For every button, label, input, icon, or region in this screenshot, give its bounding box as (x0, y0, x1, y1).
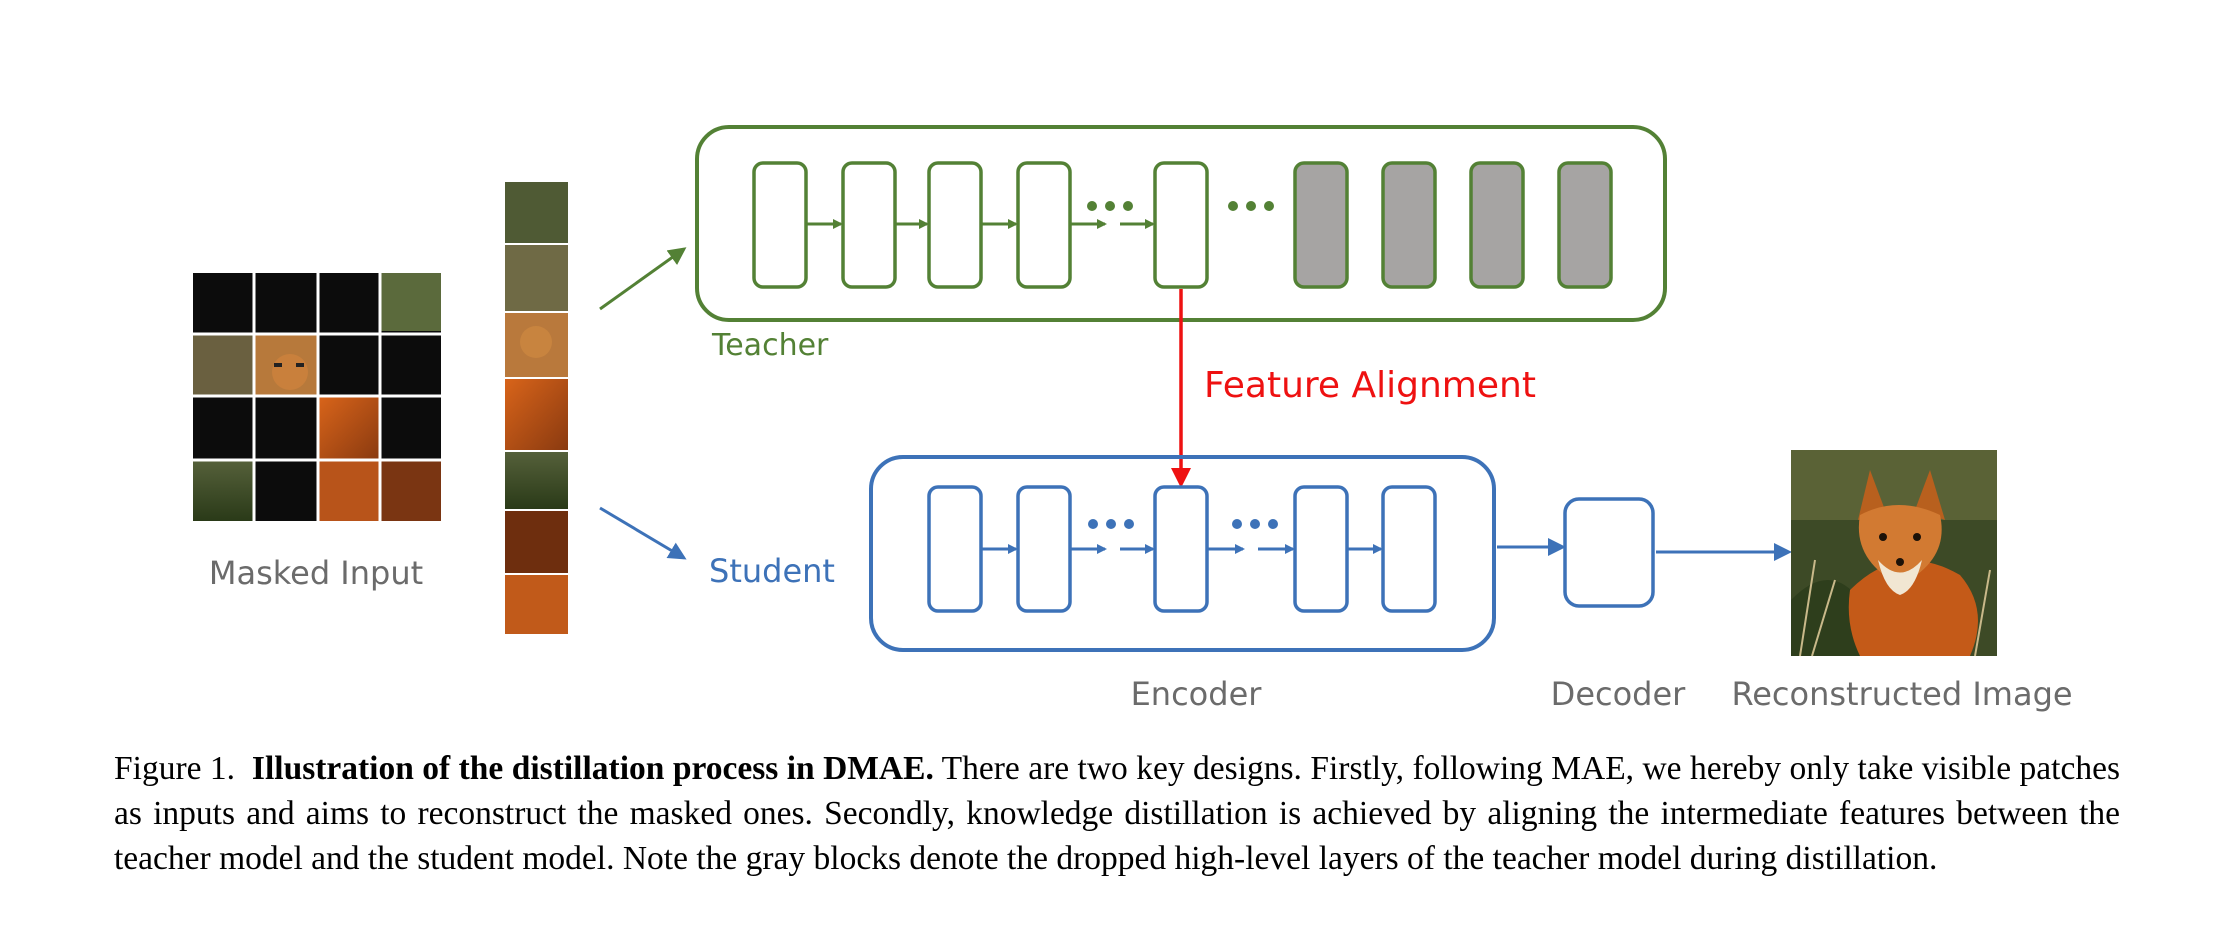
student-encoder-container (869, 455, 1496, 652)
reconstructed-image (1791, 450, 1997, 657)
student-layer-block (927, 485, 983, 613)
teacher-layer-block (841, 161, 897, 289)
student-layers (927, 485, 1437, 613)
caption-title: Illustration of the distillation process… (251, 750, 934, 787)
dropped-layer-block (1293, 161, 1349, 289)
visible-patches-strip (505, 182, 568, 634)
dropped-layer-block (1381, 161, 1437, 289)
teacher-ellipsis-icon (1087, 201, 1274, 211)
teacher-dropped-layers (1293, 161, 1613, 289)
student-layer-block (1016, 485, 1072, 613)
masked-input-label: Masked Input (209, 554, 423, 592)
student-label: Student (709, 552, 835, 590)
feature-alignment-label: Feature Alignment (1204, 365, 1536, 406)
teacher-layer-block (752, 161, 808, 289)
student-layer-block (1153, 485, 1209, 613)
reconstructed-image-label: Reconstructed Image (1731, 675, 2072, 713)
to-teacher-arrow (599, 247, 687, 311)
to-student-arrow (599, 506, 687, 560)
dropped-layer-block (1557, 161, 1613, 289)
decoder-block (1563, 497, 1655, 608)
caption-body: There are two key designs. Firstly, foll… (114, 750, 2120, 877)
dropped-layer-block (1469, 161, 1525, 289)
teacher-layers (752, 161, 1209, 289)
masked-input-image (193, 273, 441, 521)
figure-caption: Figure 1. Illustration of the distillati… (114, 746, 2120, 881)
decoder-label: Decoder (1551, 675, 1687, 713)
student-layer-block (1293, 485, 1349, 613)
student-layer-block (1381, 485, 1437, 613)
figure-number: Figure 1. (114, 750, 236, 787)
teacher-label: Teacher (711, 328, 829, 363)
teacher-layer-block (1153, 161, 1209, 289)
encoder-label: Encoder (1131, 675, 1263, 713)
teacher-layer-block (927, 161, 983, 289)
teacher-layer-block (1016, 161, 1072, 289)
student-ellipsis-icon (1088, 519, 1278, 529)
